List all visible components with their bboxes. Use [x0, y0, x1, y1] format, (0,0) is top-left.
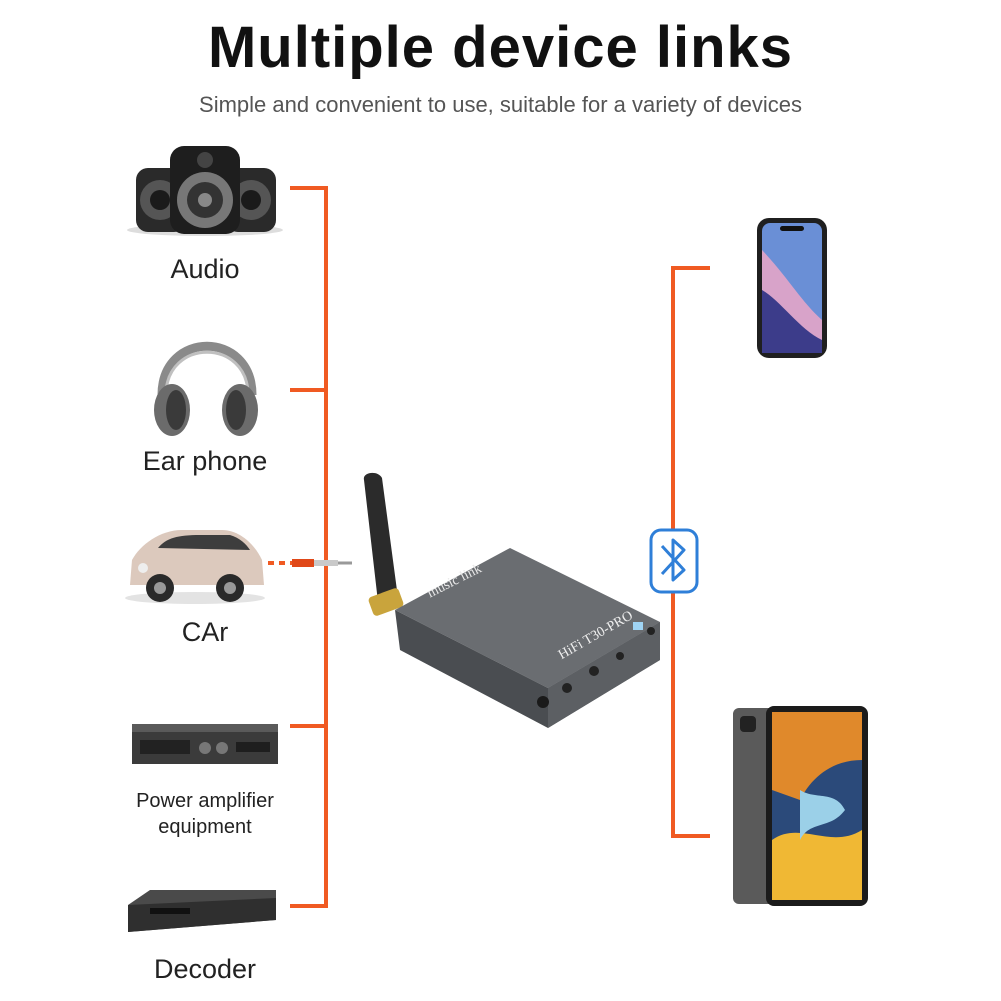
- device-label-amplifier: Power amplifier equipment: [136, 790, 274, 838]
- decoder-icon: [128, 890, 276, 932]
- speakers-icon: [127, 146, 283, 236]
- product-device: [395, 548, 660, 728]
- device-label-decoder: Decoder: [153, 954, 257, 984]
- car-cable: [268, 559, 352, 567]
- bluetooth-icon: [649, 528, 699, 594]
- smartphone-icon: [757, 218, 827, 358]
- device-label-audio: Audio: [170, 254, 240, 284]
- device-label-earphone: Ear phone: [142, 446, 268, 476]
- device-label-car: CAr: [181, 617, 229, 647]
- car-icon: [125, 530, 265, 604]
- page-subtitle: Simple and convenient to use, suitable f…: [199, 92, 802, 117]
- amplifier-icon: [132, 724, 278, 764]
- tablet-icon: [733, 706, 868, 906]
- antenna-icon: [363, 472, 404, 616]
- left-connector-lines: [290, 186, 328, 908]
- page-title: Multiple device links: [207, 15, 794, 80]
- headphones-icon: [154, 341, 258, 436]
